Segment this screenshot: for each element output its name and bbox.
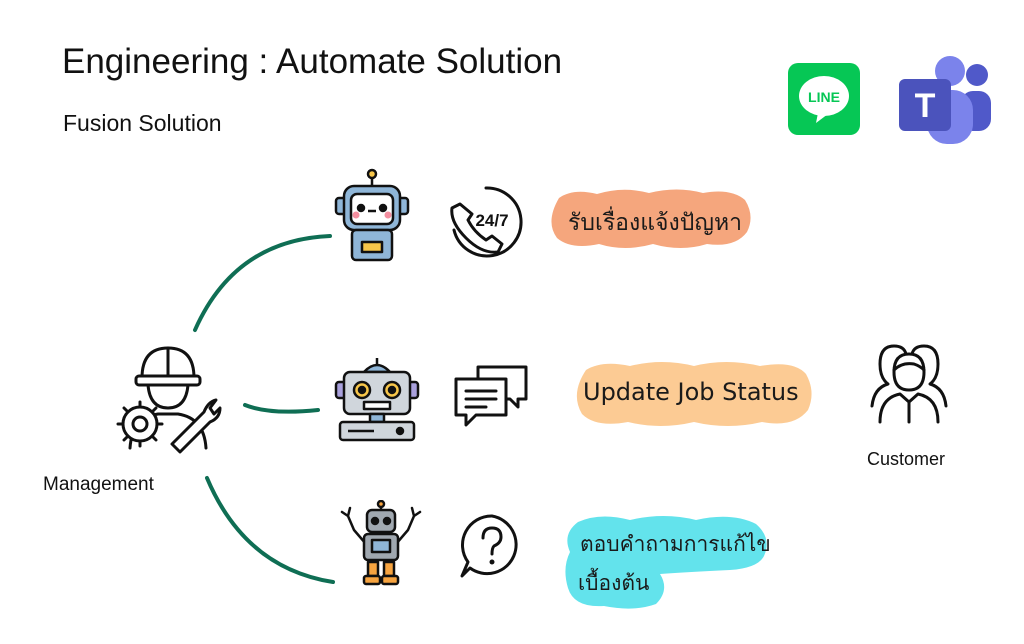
customer-label: Customer bbox=[867, 449, 946, 469]
connector-top bbox=[193, 234, 332, 332]
bubble-report-issue bbox=[551, 189, 751, 248]
bubble-update-status bbox=[576, 362, 812, 426]
bubble-answer-line1: ตอบคำถามการแก้ไข bbox=[580, 532, 771, 556]
teams-app-icon: T bbox=[899, 56, 991, 144]
bubble-report-issue-text: รับเรื่องแจ้งปัญหา bbox=[568, 210, 743, 236]
teams-logo-text: T bbox=[915, 87, 936, 125]
connector-middle bbox=[243, 403, 320, 414]
customer-group-icon bbox=[870, 344, 948, 424]
management-label: Management bbox=[43, 474, 154, 495]
24-7-badge-text: 24/7 bbox=[475, 211, 508, 230]
bubble-answer-line2: เบื้องต้น bbox=[578, 571, 650, 595]
line-app-icon: LINE bbox=[788, 63, 860, 135]
24-7-phone-icon: 24/7 bbox=[450, 186, 523, 258]
connector-bottom bbox=[205, 476, 335, 584]
line-logo-text: LINE bbox=[808, 89, 840, 105]
robot-desk-icon bbox=[334, 358, 420, 442]
page-subtitle: Fusion Solution bbox=[63, 110, 222, 136]
question-icon bbox=[460, 514, 518, 578]
page-title: Engineering : Automate Solution bbox=[62, 42, 563, 81]
bubble-answer-questions bbox=[565, 516, 767, 609]
chat-bubbles-icon bbox=[454, 365, 528, 427]
engineer-management-icon bbox=[116, 346, 222, 454]
robot-orange-icon bbox=[340, 500, 422, 586]
robot-blue-icon bbox=[334, 168, 410, 262]
bubble-update-status-text: Update Job Status bbox=[583, 378, 799, 406]
